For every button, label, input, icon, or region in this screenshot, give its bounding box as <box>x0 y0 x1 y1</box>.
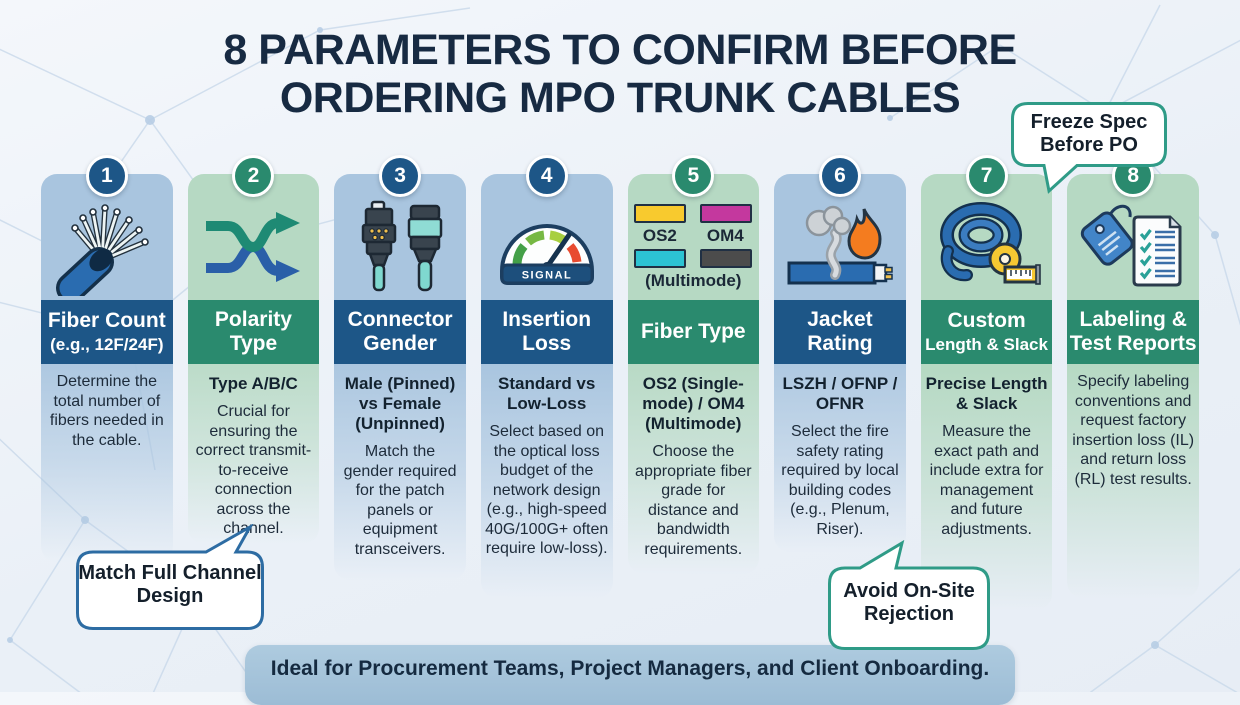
card-subtitle: LSZH / OFNP / OFNR <box>782 374 898 414</box>
parameter-card-polarity-type: 2 Polarity Type Type A/B/C Crucial for e… <box>187 155 320 610</box>
card-title: Jacket Rating <box>807 308 873 355</box>
step-number-badge: 6 <box>818 155 861 197</box>
step-number-badge: 3 <box>379 155 422 197</box>
os2-swatch <box>634 203 687 223</box>
page-title: 8 PARAMETERS TO CONFIRM BEFORE ORDERING … <box>0 26 1240 122</box>
card-header: Fiber Count (e.g., 12F/24F) <box>41 300 173 364</box>
callout-text: Avoid On-Site Rejection <box>843 580 975 625</box>
footer-banner: Ideal for Procurement Teams, Project Man… <box>245 645 1015 705</box>
callout-match-full-channel: Match Full Channel Design <box>76 524 264 630</box>
card-header: Connector Gender <box>334 300 466 364</box>
fiber-swatches-icon: OS2 OM4 (Multimode) <box>634 203 753 291</box>
callout-text: Freeze Spec Before PO <box>1030 111 1148 156</box>
step-number-badge: 4 <box>525 155 568 197</box>
footer-text: Ideal for Procurement Teams, Project Man… <box>270 657 990 680</box>
speech-bubble-shape <box>76 524 264 630</box>
step-number-badge: 7 <box>965 155 1008 197</box>
card-subtitle: Precise Length & Slack <box>925 374 1048 414</box>
page-title-line2: ORDERING MPO TRUNK CABLES <box>279 74 961 123</box>
card-header: Jacket Rating <box>774 300 906 364</box>
card-title: Fiber Type <box>640 320 746 344</box>
gauge-label: SIGNAL <box>521 270 572 282</box>
callout-freeze-spec: Freeze Spec Before PO <box>1011 102 1167 194</box>
card-description: Select the fire safety rating required b… <box>781 423 899 538</box>
card-subtitle: Type A/B/C <box>209 374 298 393</box>
parameter-card-insertion-loss: 4 SIGNAL Insertion L <box>480 155 613 610</box>
card-header: Labeling & Test Reports <box>1067 300 1199 364</box>
parameter-card-connector-gender: 3 <box>334 155 466 610</box>
card-title: Fiber Count <box>47 309 166 333</box>
card-header: Fiber Type <box>627 300 760 364</box>
parameter-card-jacket-rating: 6 Jacket Rating LSZH / <box>774 155 906 610</box>
card-subtitle: Standard vs Low-Loss <box>498 374 596 414</box>
page-title-line1: 8 PARAMETERS TO CONFIRM BEFORE <box>223 26 1017 74</box>
aqua-swatch <box>634 248 687 268</box>
card-header: Insertion Loss <box>480 300 613 364</box>
card-title: Insertion Loss <box>502 308 592 355</box>
card-description: Choose the appropriate fiber grade for d… <box>635 443 752 558</box>
parameter-card-fiber-type: 5 OS2 OM4 (Multimode) <box>627 155 760 610</box>
card-title: Labeling & Test Reports <box>1069 308 1197 355</box>
card-description: Crucial for ensuring the correct transmi… <box>195 403 312 538</box>
card-subtitle: Male (Pinned) vs Female (Unpinned) <box>344 374 456 434</box>
card-title: Connector Gender <box>347 308 453 355</box>
callout-text: Match Full Channel Design <box>78 562 262 607</box>
card-title-small: Length & Slack <box>925 334 1048 354</box>
multimode-label: (Multimode) <box>645 270 742 290</box>
fiber-cable-icon <box>55 204 149 296</box>
speech-bubble-shape <box>1011 102 1167 194</box>
card-header: Custom Length & Slack <box>920 300 1053 364</box>
card-header: Polarity Type <box>187 300 320 364</box>
card-title-small: (e.g., 12F/24F) <box>50 334 164 354</box>
card-description: Select based on the optical loss budget … <box>485 423 609 558</box>
speech-bubble-shape <box>828 540 990 650</box>
callout-avoid-rejection: Avoid On-Site Rejection <box>828 540 990 650</box>
om4-label: OM4 <box>706 225 744 245</box>
parameter-card-custom-length: 7 <box>920 155 1053 610</box>
card-title: Polarity Type <box>214 308 292 355</box>
parameter-card-fiber-count: 1 <box>41 155 173 610</box>
om4-swatch <box>700 203 753 223</box>
black-swatch <box>700 248 753 268</box>
card-subtitle: OS2 (Single-mode) / OM4 (Multimode) <box>642 374 745 434</box>
parameter-card-labeling-reports: 8 <box>1067 155 1199 610</box>
flame-cable-icon <box>787 205 893 285</box>
card-description: Determine the total number of fibers nee… <box>49 373 164 449</box>
os2-label: OS2 <box>642 225 677 245</box>
step-number-badge: 2 <box>232 155 275 197</box>
parameter-columns: 1 <box>41 155 1199 610</box>
tag-checklist-icon <box>1081 204 1182 287</box>
card-title: Custom <box>947 309 1026 333</box>
card-description: Specify labeling conventions and request… <box>1072 373 1195 488</box>
card-description: Measure the exact path and include extra… <box>929 423 1044 538</box>
card-description: Match the gender required for the patch … <box>343 443 457 558</box>
crossover-arrows-icon <box>206 212 301 282</box>
signal-gauge-icon: SIGNAL <box>499 224 594 285</box>
step-number-badge: 1 <box>85 155 128 197</box>
mpo-connectors-icon <box>361 200 443 292</box>
coil-measure-icon <box>939 202 1041 285</box>
step-number-badge: 5 <box>672 155 715 197</box>
